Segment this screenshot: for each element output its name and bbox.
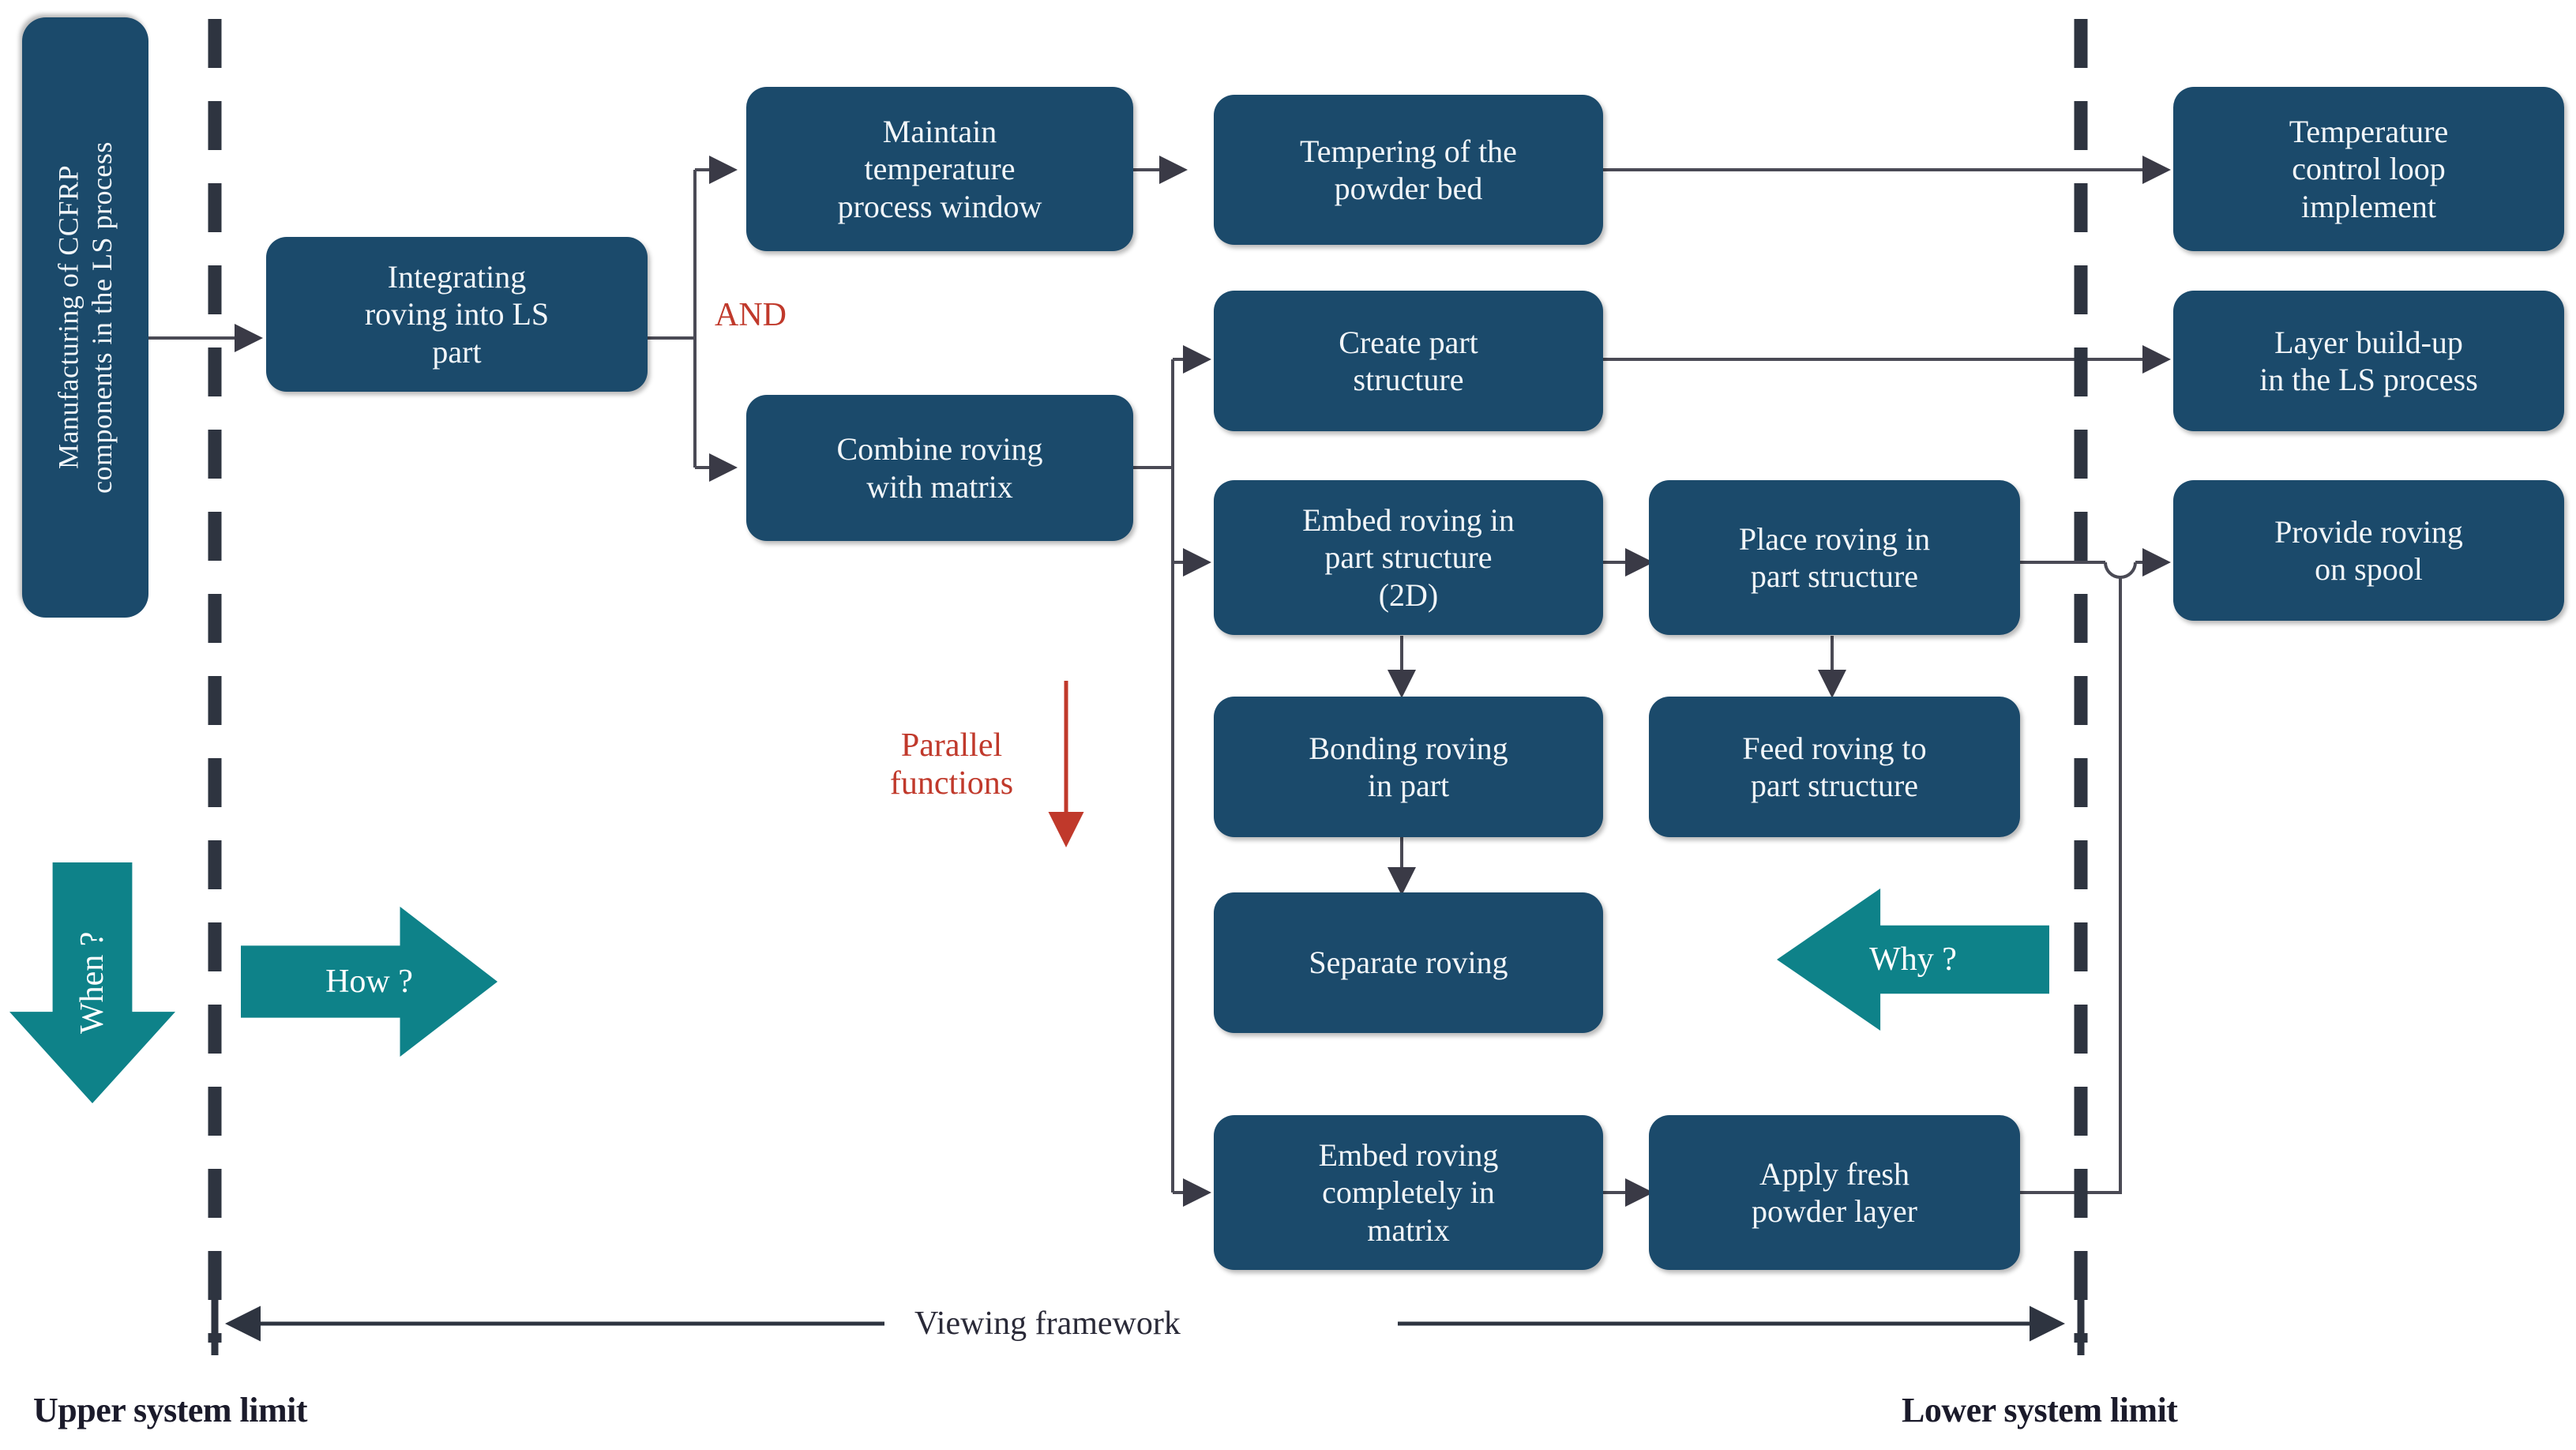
parallel-functions-label: Parallel functions <box>889 727 1014 802</box>
node-feed-roving[interactable]: Feed roving to part structure <box>1649 697 2020 837</box>
node-goal[interactable]: Manufacturing of CCFRP components in the… <box>22 17 148 618</box>
node-embed-roving-completely[interactable]: Embed roving completely in matrix <box>1214 1115 1603 1270</box>
node-temperature-control-loop[interactable]: Temperature control loop implement <box>2173 87 2564 251</box>
lower-system-limit-label: Lower system limit <box>1902 1391 2178 1429</box>
node-create-part-structure[interactable]: Create part structure <box>1214 291 1603 431</box>
node-maintain-temperature[interactable]: Maintain temperature process window <box>746 87 1133 251</box>
node-apply-fresh-powder[interactable]: Apply fresh powder layer <box>1649 1115 2020 1270</box>
and-label: AND <box>715 297 787 333</box>
node-layer-build-up[interactable]: Layer build-up in the LS process <box>2173 291 2564 431</box>
node-bonding-roving[interactable]: Bonding roving in part <box>1214 697 1603 837</box>
node-place-roving[interactable]: Place roving in part structure <box>1649 480 2020 635</box>
node-embed-roving-2d[interactable]: Embed roving in part structure (2D) <box>1214 480 1603 635</box>
viewing-framework-label: Viewing framework <box>914 1305 1181 1342</box>
node-separate-roving[interactable]: Separate roving <box>1214 892 1603 1033</box>
node-integrating-roving[interactable]: Integrating roving into LS part <box>266 237 648 392</box>
upper-system-limit-label: Upper system limit <box>33 1391 308 1429</box>
node-provide-roving-spool[interactable]: Provide roving on spool <box>2173 480 2564 621</box>
node-combine-roving[interactable]: Combine roving with matrix <box>746 395 1133 541</box>
node-tempering-powder-bed[interactable]: Tempering of the powder bed <box>1214 95 1603 245</box>
